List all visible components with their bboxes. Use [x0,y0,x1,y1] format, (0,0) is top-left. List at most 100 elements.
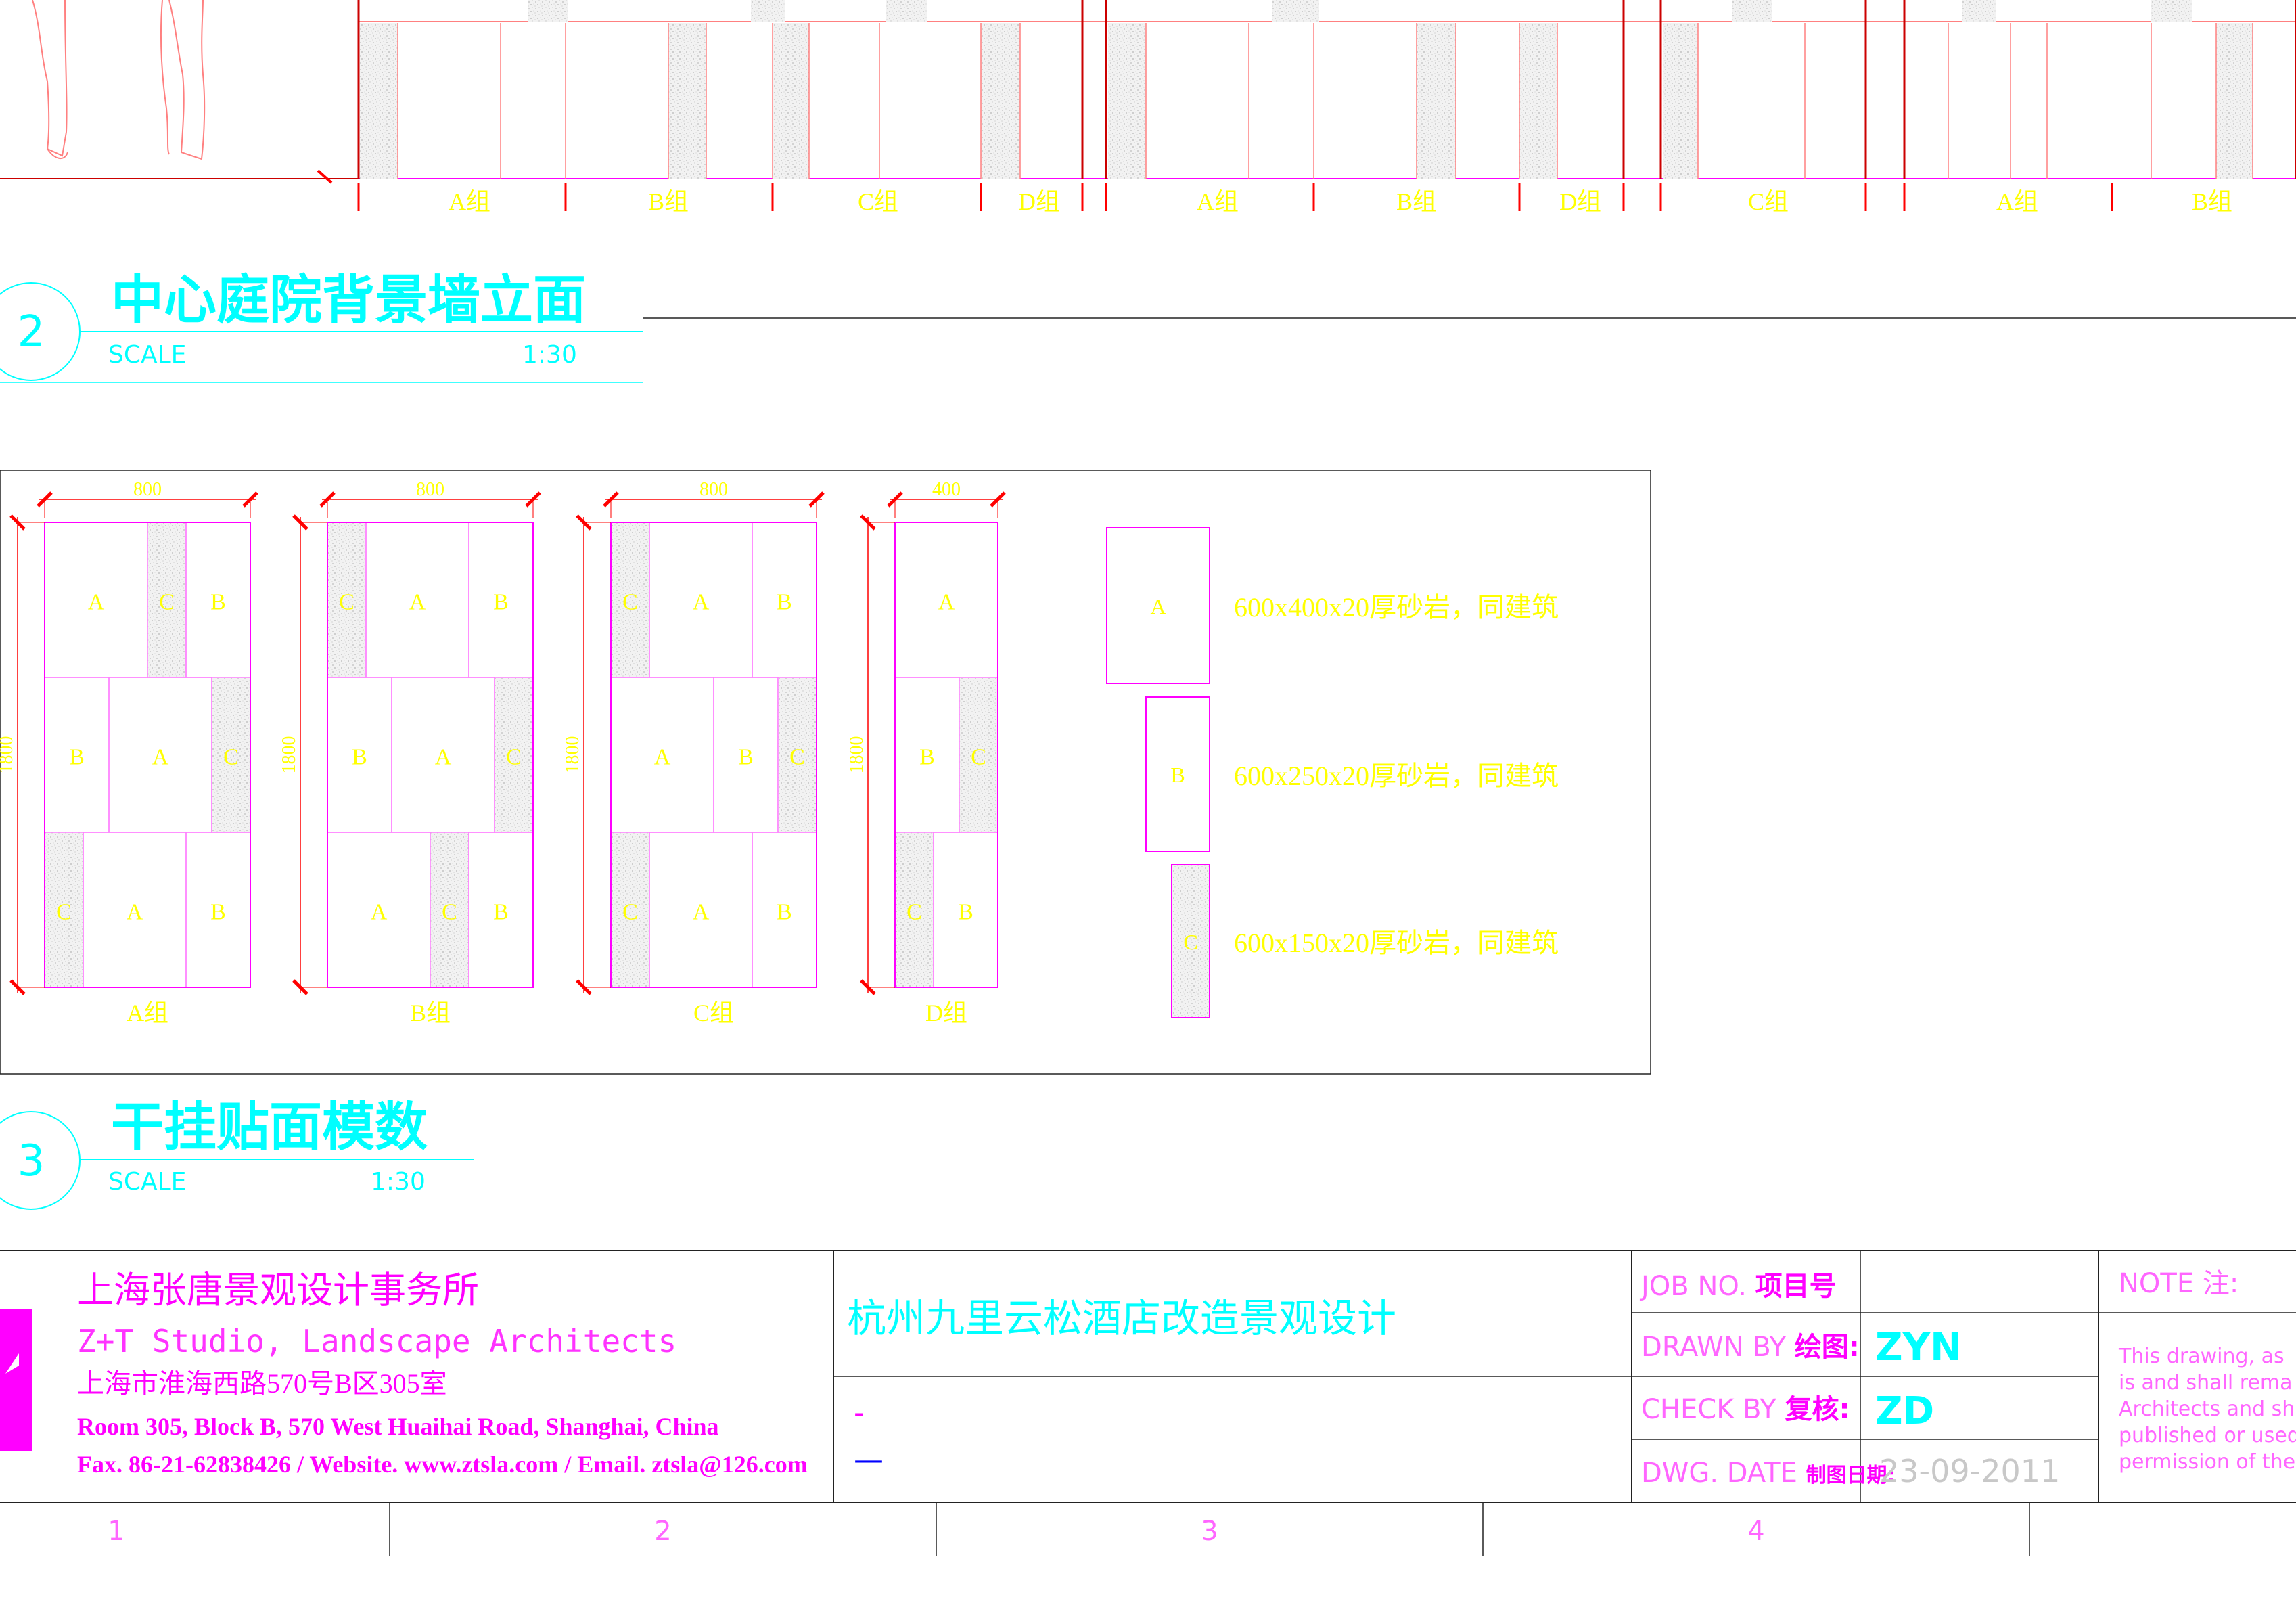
elevation-strip [0,0,2296,184]
tile-letter: C [906,900,922,925]
strip-cap-stone [751,0,785,22]
legend-swatch [1171,864,1210,1018]
human-figures-sketch [32,0,206,160]
strip-group-label: B组 [648,188,689,215]
stone-tile-c [895,832,934,987]
strip-stone-tile [360,23,398,179]
firm-address-cn: 上海市淮海西路570号B区305室 [77,1368,447,1399]
section-2-scale-label: SCALE [108,341,186,369]
strip-stone-tile [773,23,809,179]
check-by-label-cn: 复核: [1785,1394,1850,1425]
section-3-scale-label: SCALE [108,1168,186,1196]
tile-letter: B [210,900,226,925]
grid-reference-row: 1 2 3 4 [108,1502,2030,1556]
section-2-title-block: 2 中心庭院背景墙立面 SCALE 1:30 [0,270,2296,383]
check-by-value: ZD [1875,1389,1934,1433]
firm-contact: Fax. 86-21-62838426 / Website. www.ztsla… [77,1451,808,1478]
tile-letter: A [371,900,388,925]
width-dim-value: 400 [932,479,961,500]
date-label-cn: 制图日期: [1806,1464,1896,1487]
strip-group-label: D组 [1018,188,1060,215]
strip-stone-tile [2216,23,2253,179]
tile-letter: A [152,745,169,770]
width-dim-value: 800 [699,479,728,500]
stone-tile-c [611,522,649,677]
firm-address-en: Room 305, Block B, 570 West Huaihai Road… [77,1413,719,1440]
svg-text:JOB NO. 项目号: JOB NO. 项目号 [1639,1271,1837,1302]
strip-group-label: A组 [449,188,490,215]
tile-letter: B [493,590,509,615]
stone-tile-c [495,677,533,832]
width-dim-value: 800 [416,479,444,500]
tile-letter: A [654,745,671,770]
job-no-label: JOB NO. [1639,1271,1747,1302]
section-2-title: 中心庭院背景墙立面 [111,270,586,331]
section-3-title: 干挂贴面模数 [111,1097,428,1158]
tile-letter: A [435,745,452,770]
stone-tile-c [778,677,817,832]
drawn-by-label: DRAWN BY [1641,1332,1787,1363]
height-dim-value: 1800 [0,736,17,774]
grid-number-4: 4 [1747,1516,1764,1547]
section-2-number: 2 [18,307,45,357]
tile-letter: B [958,900,973,925]
panel-group-label: D组 [925,999,967,1027]
grid-number-1: 1 [108,1516,124,1547]
tile-letter: C [223,745,239,770]
legend-letter: B [1170,763,1185,787]
stone-tile-c [45,832,83,987]
tile-letter: A [409,590,426,615]
tile-letter: C [971,745,986,770]
strip-cap-stone [528,0,568,22]
note-label: NOTE 注: [2119,1268,2238,1299]
section-3-title-block: 3 干挂贴面模数 SCALE 1:30 [0,1097,474,1210]
height-dim-value: 1800 [562,736,583,774]
note-line: This drawing, as [2118,1345,2284,1368]
tile-letter: A [693,590,710,615]
strip-group-label: B组 [1396,188,1437,215]
tile-letter: B [919,745,935,770]
stone-tile-c [959,677,998,832]
grid-number-2: 2 [654,1516,671,1547]
note-line: permission of the [2119,1450,2295,1474]
strip-group-label: A组 [1197,188,1239,215]
strip-cap-stone [1732,0,1772,22]
panel-outline [327,522,534,988]
stone-tile-c [430,832,469,987]
note-line: published or used [2119,1424,2296,1447]
tile-letter: A [938,590,955,615]
tile-letter: C [506,745,522,770]
tile-letter: B [777,590,792,615]
strip-stone-tile [1663,23,1698,179]
tile-letter: C [339,590,354,615]
svg-text:CHECK BY 复核:: CHECK BY 复核: [1641,1394,1850,1425]
strip-group-label: C组 [1748,188,1789,215]
grid-number-3: 3 [1201,1516,1218,1547]
title-block: 上海张唐景观设计事务所 Z+T Studio, Landscape Archit… [0,1250,2296,1503]
tile-letter: B [738,745,754,770]
magenta-tab [0,1309,32,1451]
legend-description: 600x150x20厚砂岩，同建筑 [1234,928,1559,958]
legend-description: 600x250x20厚砂岩，同建筑 [1234,761,1559,791]
project-name: 杭州九里云松酒店改造景观设计 [847,1295,1396,1341]
tile-letter: A [88,590,105,615]
firm-name-cn: 上海张唐景观设计事务所 [77,1270,479,1311]
strip-cap-stone [1272,0,1319,22]
tile-letter: B [493,900,509,925]
strip-cap-stone [2151,0,2192,22]
svg-text:DWG. DATE 制图日期:: DWG. DATE 制图日期: [1641,1458,1896,1489]
legend-letter: A [1150,594,1166,618]
tile-letter: C [622,900,638,925]
strip-cap-stone [886,0,927,22]
legend-item: B 600x250x20厚砂岩，同建筑 [1145,696,1559,852]
strip-stone-tile [1417,23,1456,179]
date-value: 23-09-2011 [1879,1453,2060,1489]
tile-letter: C [159,590,175,615]
panel-outline [894,522,998,988]
panel-group-label: B组 [410,999,451,1027]
drawn-by-value: ZYN [1875,1326,1962,1370]
tab-arrow-icon [5,1353,19,1374]
